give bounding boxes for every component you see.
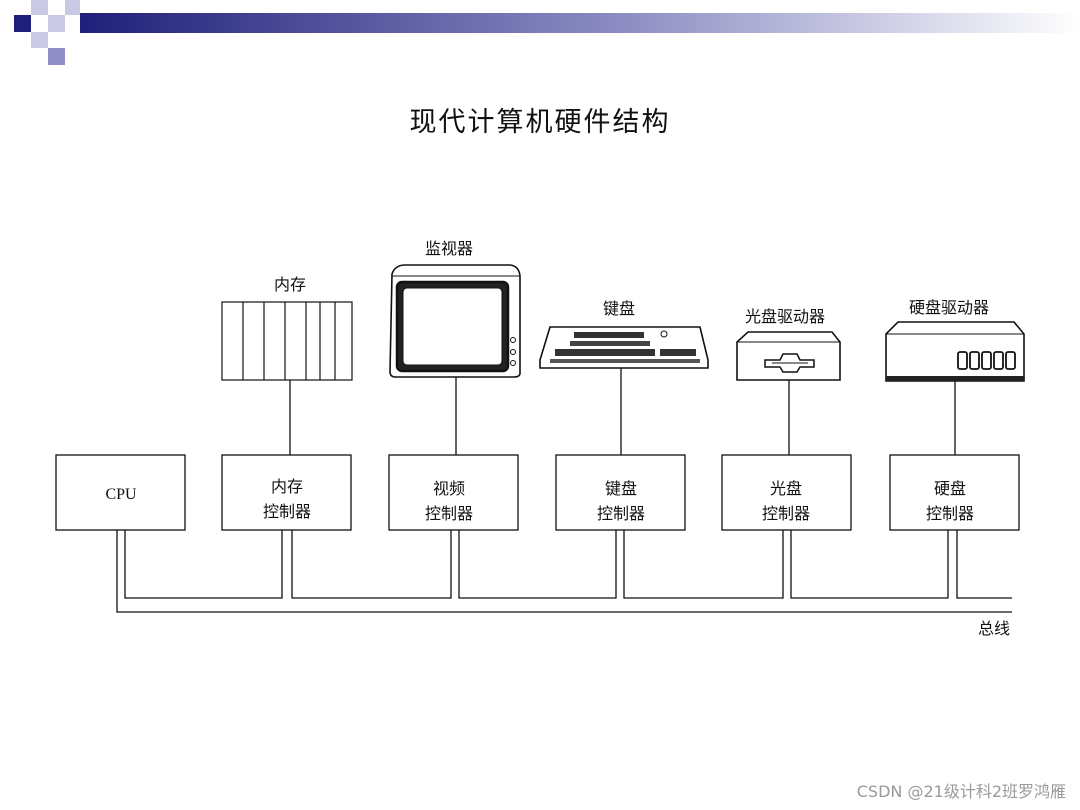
deco-square — [31, 32, 48, 48]
memory-label: 内存 — [274, 275, 306, 294]
monitor-icon — [389, 264, 521, 378]
hard-disk-controller-box — [889, 454, 1020, 531]
memory-module-icon — [221, 301, 353, 381]
bus-wire-optical — [623, 530, 784, 599]
keyboard-controller-box — [555, 454, 686, 531]
hard-disk-controller-label-line2: 控制器 — [926, 504, 974, 523]
optical-drive-label: 光盘驱动器 — [745, 307, 825, 326]
hard-disk-controller-label-line1: 硬盘 — [934, 479, 966, 498]
hard-drive-label: 硬盘驱动器 — [909, 298, 989, 317]
hard-drive-icon — [885, 321, 1025, 382]
cpu-label: CPU — [105, 486, 137, 503]
keyboard-icon — [539, 326, 709, 369]
memory-controller-label-line2: 控制器 — [263, 502, 311, 521]
bus-line — [116, 530, 1012, 613]
video-controller-label-line1: 视频 — [433, 479, 465, 498]
bus-wire-hard-disk — [790, 530, 949, 599]
page-title: 现代计算机硬件结构 — [409, 107, 671, 138]
keyboard-controller-label-line1: 键盘 — [605, 479, 637, 498]
video-controller-label-line2: 控制器 — [425, 504, 473, 523]
bus-wire-keyboard — [458, 530, 617, 599]
video-controller-box — [388, 454, 519, 531]
memory-controller-label-line1: 内存 — [271, 477, 303, 496]
keyboard-controller-label-line2: 控制器 — [597, 504, 645, 523]
optical-controller-label-line2: 控制器 — [762, 504, 810, 523]
deco-square — [65, 0, 80, 15]
header-decoration — [14, 0, 1080, 65]
deco-square — [48, 48, 65, 65]
memory-controller-box — [221, 454, 352, 531]
cpu-box — [55, 454, 186, 531]
bus-wire-extension — [956, 530, 1012, 599]
deco-square — [48, 15, 65, 32]
bus-label: 总线 — [978, 619, 1010, 638]
deco-square — [31, 0, 48, 15]
watermark: CSDN @21级计科2班罗鸿雁 — [856, 782, 1066, 801]
keyboard-label: 键盘 — [603, 299, 635, 318]
optical-controller-box — [721, 454, 852, 531]
monitor-label: 监视器 — [425, 239, 473, 258]
bus-wire-cpu-memory — [124, 530, 283, 599]
optical-drive-icon — [736, 331, 841, 381]
bus-wire-video — [291, 530, 452, 599]
optical-controller-label-line1: 光盘 — [770, 479, 802, 498]
deco-square — [14, 15, 31, 32]
header-gradient-bar — [80, 13, 1080, 33]
